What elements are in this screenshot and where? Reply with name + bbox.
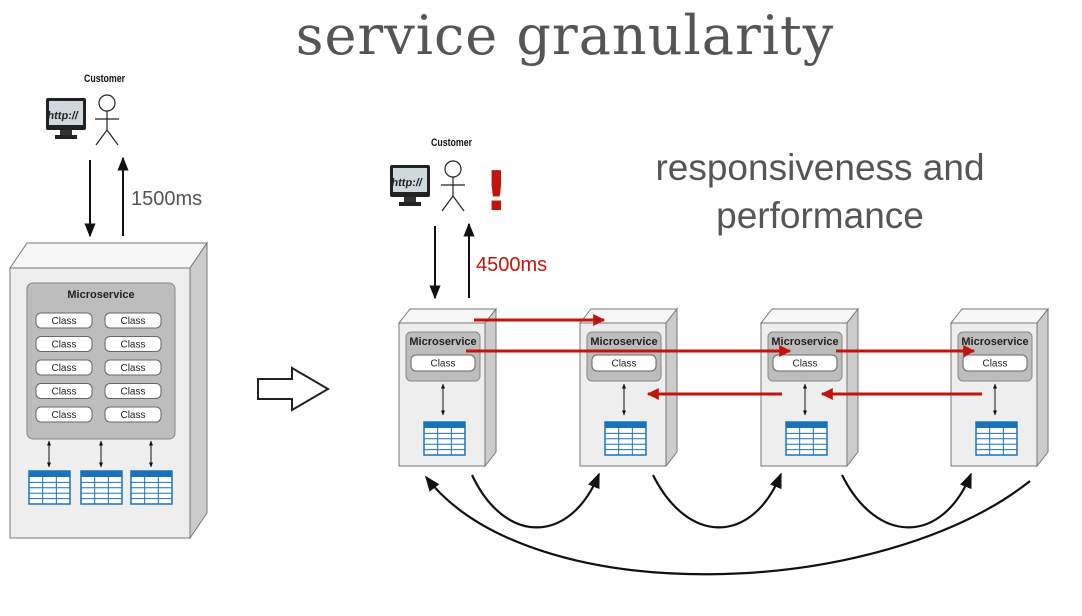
class-label: Class [120,387,145,398]
left-class-box: Class [104,312,162,329]
left-class-box: Class [35,312,93,329]
curve-3-4 [841,472,973,529]
left-database-icon [80,470,123,505]
slide-title: service granularity [295,4,835,67]
left-class-box: Class [104,336,162,352]
alert-exclamation: ! [484,160,509,223]
slide-subtitle: responsiveness and performance [620,144,1020,240]
class-label: Class [120,410,145,421]
class-box: Class [591,354,657,372]
class-label: Class [430,359,455,370]
curve-2-3 [652,472,783,529]
service-call-arrows [466,314,982,400]
database-icon [604,421,647,456]
class-label: Class [120,363,145,374]
curve-1-2 [471,472,601,529]
microservice-label: Microservice [409,336,476,348]
microservice-label: Microservice [590,336,657,348]
left-browser-url: http:// [47,110,79,122]
class-label: Class [51,387,76,398]
left-class-box: Class [104,383,162,399]
curve-4-1 [425,475,1031,576]
database-icon [423,421,466,456]
database-icon [975,421,1018,456]
class-box: Class [410,354,476,372]
database-icon [785,421,828,456]
left-class-box: Class [35,383,93,399]
right-customer-label: Customer [431,137,473,149]
right-server-group: MicroserviceClassMicroserviceClassMicros… [397,307,1050,468]
right-person-icon [441,160,465,212]
dependency-curves [425,472,1031,576]
left-class-box: Class [35,336,93,352]
left-class-box: Class [104,406,162,423]
left-person-icon [95,94,119,146]
subtitle-line-2: performance [716,195,924,236]
class-label: Class [982,359,1007,370]
left-database-icon [130,470,173,505]
left-database-group [28,440,173,505]
right-browser-url: http:// [391,177,423,189]
subtitle-line-1: responsiveness and [655,147,985,188]
left-microservice-label: Microservice [67,289,134,301]
left-database-icon [28,470,71,505]
right-browser-icon: http:// [390,165,430,206]
left-class-box: Class [35,406,93,423]
microservice-label: Microservice [771,336,838,348]
class-box: Class [772,354,838,372]
class-label: Class [611,359,636,370]
class-box: Class [962,354,1028,372]
class-label: Class [51,316,76,327]
left-browser-icon: http:// [46,98,86,139]
microservice-label: Microservice [961,336,1028,348]
class-label: Class [51,410,76,421]
class-label: Class [51,363,76,374]
right-response-time: 4500ms [476,254,548,276]
class-label: Class [51,340,76,351]
class-label: Class [120,316,145,327]
transition-arrow-icon [257,366,330,412]
class-label: Class [792,359,817,370]
left-class-box: Class [35,359,93,376]
left-response-time: 1500ms [131,188,203,210]
left-class-box: Class [104,359,162,376]
class-label: Class [120,340,145,351]
left-customer-label: Customer [84,73,126,85]
